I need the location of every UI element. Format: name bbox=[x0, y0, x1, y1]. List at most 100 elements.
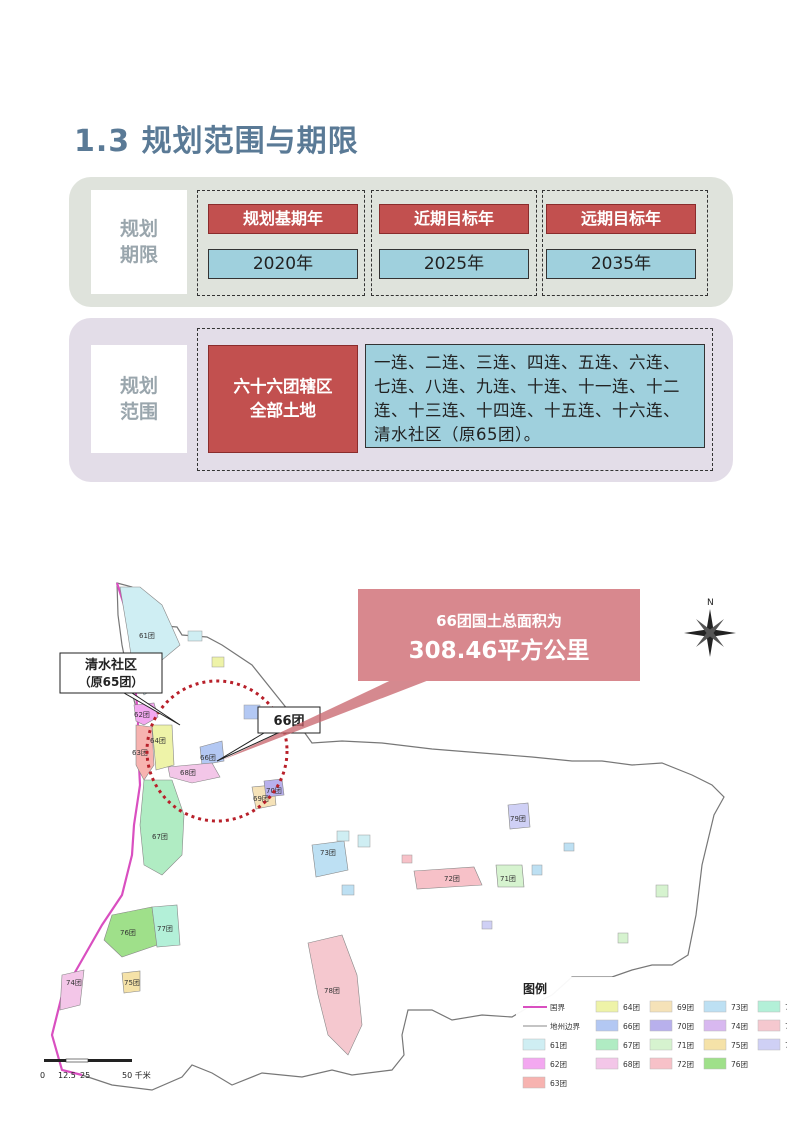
region-68 bbox=[167, 762, 221, 784]
scale-0: 0 bbox=[40, 1071, 45, 1080]
legend-swatch bbox=[703, 1019, 727, 1032]
region-73 bbox=[311, 840, 349, 878]
legend-swatch bbox=[522, 1057, 546, 1070]
north-label: N bbox=[707, 598, 714, 608]
highlight-circle bbox=[145, 679, 289, 823]
period-label-line2: 期限 bbox=[119, 244, 158, 266]
scope-area-tag: 六十六团辖区 全部土地 bbox=[208, 345, 358, 453]
scope-area-line2: 全部土地 bbox=[250, 401, 316, 420]
label-67: 67团 bbox=[152, 833, 168, 841]
regional-map: 61团 62团 63团 64团 66团 67团 68团 69团 70团 71团 … bbox=[12, 565, 793, 1095]
legend-label: 77团 bbox=[785, 1003, 787, 1012]
far-year-box bbox=[542, 190, 708, 296]
label-68: 68团 bbox=[180, 769, 196, 777]
label-75: 75团 bbox=[124, 979, 140, 987]
region-70 bbox=[263, 778, 285, 798]
legend-label: 62团 bbox=[550, 1060, 567, 1069]
label-63: 63团 bbox=[132, 749, 148, 757]
qingshui-label-line1: 清水社区 bbox=[85, 657, 137, 673]
unit-labels: 61团 62团 63团 64团 66团 67团 68团 69团 70团 71团 … bbox=[66, 632, 526, 995]
legend-swatch bbox=[649, 1057, 673, 1070]
scale-25: 25 bbox=[80, 1071, 90, 1080]
callout-box bbox=[358, 589, 640, 681]
legend-swatch bbox=[522, 1038, 546, 1051]
scale-50: 50 千米 bbox=[122, 1070, 151, 1080]
legend-label: 75团 bbox=[731, 1041, 748, 1050]
region-66 bbox=[199, 740, 225, 766]
legend-label: 61团 bbox=[550, 1041, 567, 1050]
legend-swatch bbox=[757, 1038, 781, 1051]
legend-label: 70团 bbox=[677, 1022, 694, 1031]
legend-swatch bbox=[595, 1038, 619, 1051]
legend-label: 76团 bbox=[731, 1060, 748, 1069]
legend-label: 63团 bbox=[550, 1079, 567, 1088]
region-71 bbox=[495, 864, 525, 888]
legend-swatch bbox=[703, 1057, 727, 1070]
qingshui-label-line2: （原65团） bbox=[79, 674, 144, 689]
scope-label-line2: 范围 bbox=[119, 401, 158, 423]
base-year-box bbox=[197, 190, 365, 296]
legend-label: 64团 bbox=[623, 1003, 640, 1012]
planning-scope-panel: 规划 范围 六十六团辖区 全部土地 一连、二连、三连、四连、五连、六连、七连、八… bbox=[69, 318, 733, 482]
legend-swatch bbox=[703, 1000, 727, 1013]
legend-label: 78团 bbox=[785, 1022, 787, 1031]
legend-label: 66团 bbox=[623, 1022, 640, 1031]
scope-box bbox=[197, 328, 713, 471]
legend-swatch bbox=[522, 1076, 546, 1089]
region-78 bbox=[307, 934, 363, 1056]
region-67 bbox=[139, 779, 185, 876]
qingshui-label-box bbox=[59, 652, 163, 694]
label-71: 71团 bbox=[500, 875, 516, 883]
label-61: 61团 bbox=[139, 632, 155, 640]
callout-pointer bbox=[222, 675, 442, 760]
region-76 bbox=[103, 906, 158, 958]
scale-bar: 0 12.5 25 50 千米 bbox=[40, 1058, 151, 1080]
scope-area-line1: 六十六团辖区 bbox=[233, 377, 333, 396]
label-78: 78团 bbox=[324, 987, 340, 995]
legend-swatch bbox=[757, 1000, 781, 1013]
section-title: 1.3 规划范围与期限 bbox=[74, 124, 359, 159]
scope-label-line1: 规划 bbox=[119, 375, 158, 397]
legend-swatch bbox=[703, 1038, 727, 1051]
scale-12: 12.5 bbox=[58, 1071, 76, 1080]
base-year-header: 规划基期年 bbox=[208, 204, 358, 234]
base-year-value: 2020年 bbox=[208, 249, 358, 279]
legend-label: 71团 bbox=[677, 1041, 694, 1050]
label-73: 73团 bbox=[320, 849, 336, 857]
scope-label: 规划 范围 bbox=[91, 345, 187, 453]
region-75 bbox=[121, 970, 141, 994]
legend-label: 69团 bbox=[677, 1003, 694, 1012]
label-74: 74团 bbox=[66, 979, 82, 987]
legend-swatch bbox=[649, 1038, 673, 1051]
callout-line1: 66团国土总面积为 bbox=[436, 612, 562, 630]
scattered-plots bbox=[187, 630, 669, 944]
period-label: 规划 期限 bbox=[91, 190, 187, 294]
label-66: 66团 bbox=[200, 754, 216, 762]
legend-label: 国界 bbox=[550, 1003, 565, 1012]
region-77 bbox=[151, 904, 181, 948]
legend-swatch bbox=[595, 1000, 619, 1013]
legend-label: 73团 bbox=[731, 1003, 748, 1012]
scope-description: 一连、二连、三连、四连、五连、六连、七连、八连、九连、十连、十一连、十二连、十三… bbox=[365, 344, 705, 448]
label-66-pointer bbox=[216, 732, 279, 762]
label-62: 62团 bbox=[134, 711, 150, 719]
period-label-line1: 规划 bbox=[119, 218, 158, 240]
legend-label: 68团 bbox=[623, 1060, 640, 1069]
map-svg: 61团 62团 63团 64团 66团 67团 68团 69团 70团 71团 … bbox=[40, 582, 793, 1095]
label-76: 76团 bbox=[120, 929, 136, 937]
legend-label: 67团 bbox=[623, 1041, 640, 1050]
region-79 bbox=[507, 802, 531, 830]
legend-label: 地州边界 bbox=[550, 1021, 580, 1031]
map-legend: 图例 国界地州边界61团62团63团64团66团67团68团69团70团71团7… bbox=[516, 977, 793, 1095]
near-year-value: 2025年 bbox=[379, 249, 529, 279]
region-78-west bbox=[59, 969, 85, 1011]
region-64 bbox=[151, 724, 175, 771]
qingshui-pointer bbox=[122, 692, 181, 726]
legend-swatch bbox=[649, 1019, 673, 1032]
far-year-header: 远期目标年 bbox=[546, 204, 696, 234]
near-year-box bbox=[371, 190, 537, 296]
label-77: 77团 bbox=[157, 925, 173, 933]
near-year-header: 近期目标年 bbox=[379, 204, 529, 234]
far-year-value: 2035年 bbox=[546, 249, 696, 279]
north-arrow: N bbox=[684, 598, 736, 657]
